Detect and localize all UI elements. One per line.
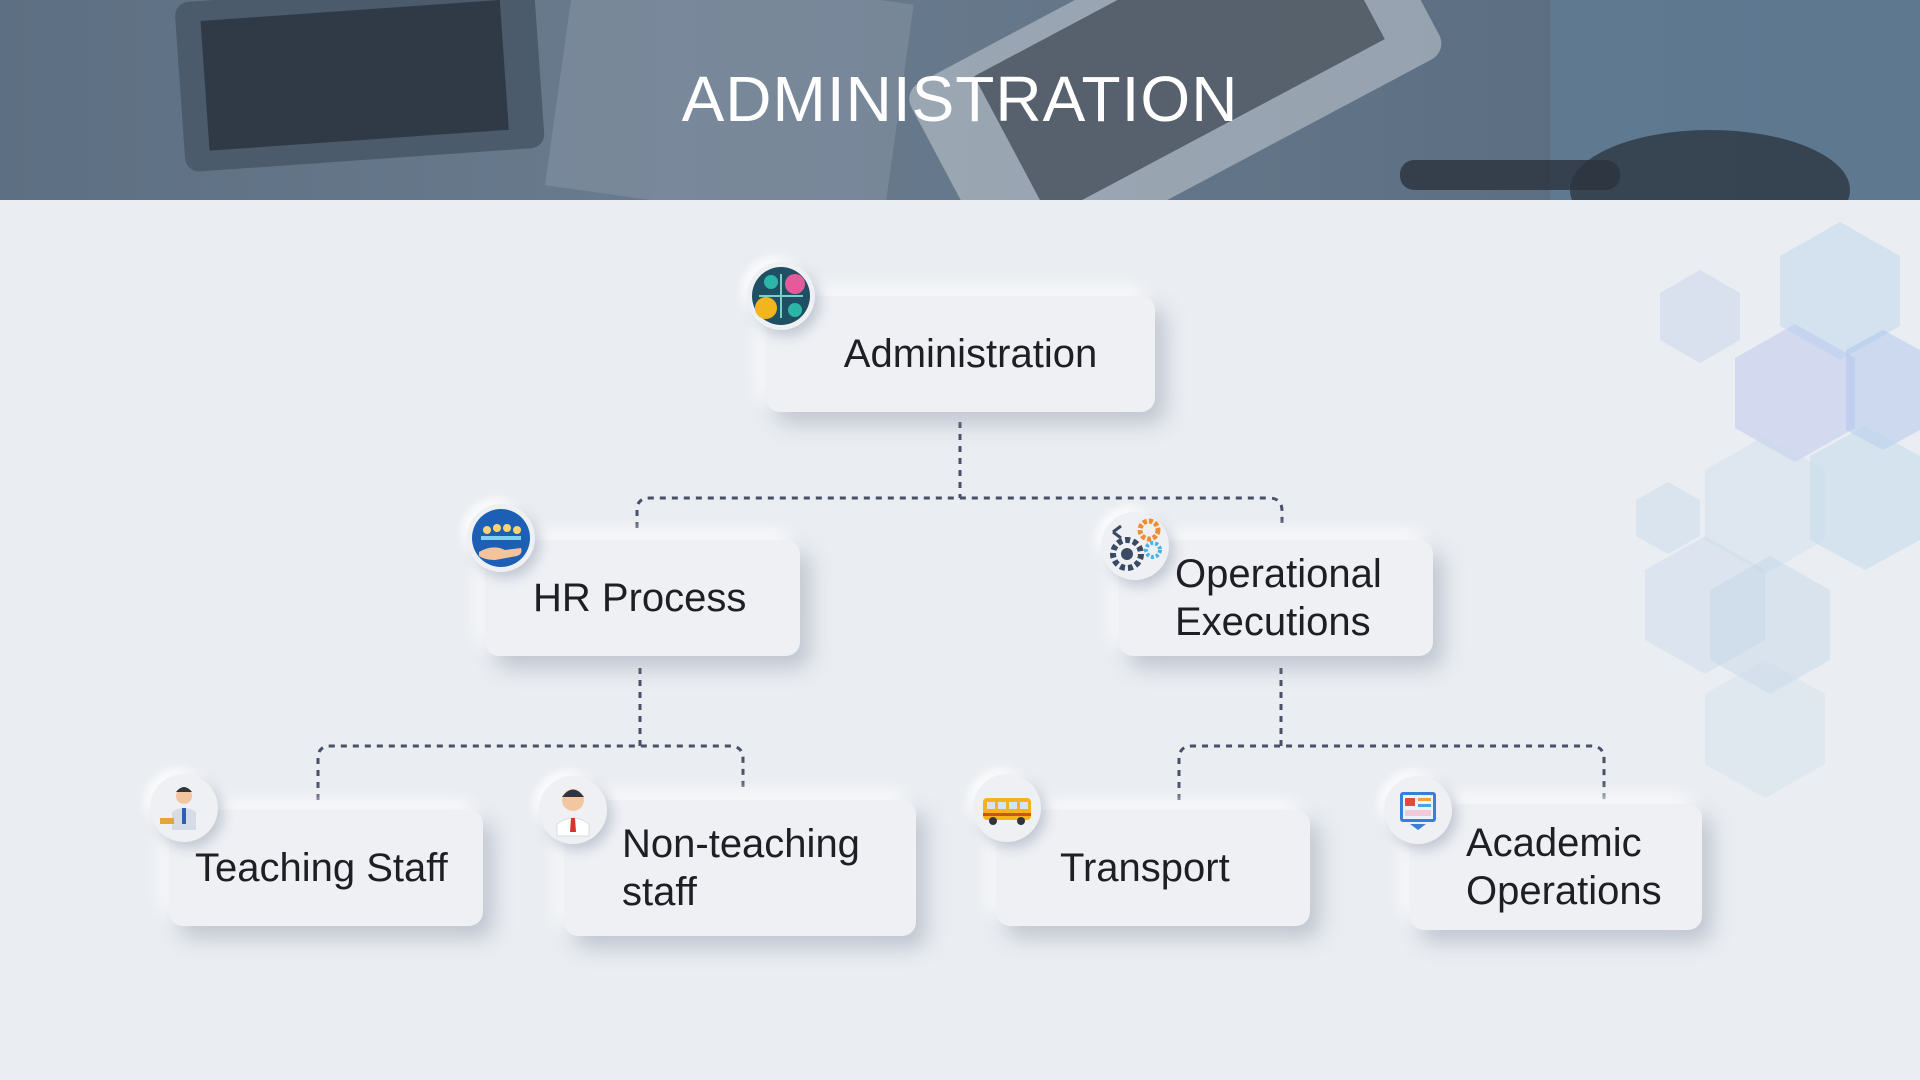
cogs-icon	[1101, 512, 1169, 580]
node-transport[interactable]: Transport	[996, 810, 1310, 926]
node-operational-executions[interactable]: Operational Executions	[1119, 540, 1433, 656]
connector-lines	[316, 422, 1606, 800]
node-label: Operational Executions	[1175, 552, 1382, 644]
node-label: Transport	[1060, 846, 1230, 890]
people-globe-hand-icon	[467, 504, 535, 572]
header-banner: ADMINISTRATION	[0, 0, 1920, 200]
academic-dashboard-icon	[1384, 776, 1452, 844]
node-label: Teaching Staff	[195, 846, 448, 890]
node-non-teaching-staff[interactable]: Non-teaching staff	[564, 800, 916, 936]
node-teaching-staff[interactable]: Teaching Staff	[169, 810, 483, 926]
node-label: Academic Operations	[1466, 821, 1662, 913]
node-label: Non-teaching staff	[622, 822, 860, 914]
hexagon-decoration	[1636, 222, 1920, 798]
node-label: HR Process	[533, 576, 747, 620]
node-hr-process[interactable]: HR Process	[485, 540, 800, 656]
node-label: Administration	[843, 332, 1098, 376]
gears-network-icon	[747, 262, 815, 330]
page-title: ADMINISTRATION	[681, 63, 1239, 135]
org-chart: Administration HR Process Operational Ex…	[0, 200, 1920, 1080]
node-academic-operations[interactable]: Academic Operations	[1410, 804, 1702, 930]
staff-person-icon	[539, 776, 607, 844]
school-bus-icon	[973, 774, 1041, 842]
teacher-icon	[150, 774, 218, 842]
node-administration[interactable]: Administration	[766, 296, 1155, 412]
desk-photo-background	[175, 0, 1920, 200]
